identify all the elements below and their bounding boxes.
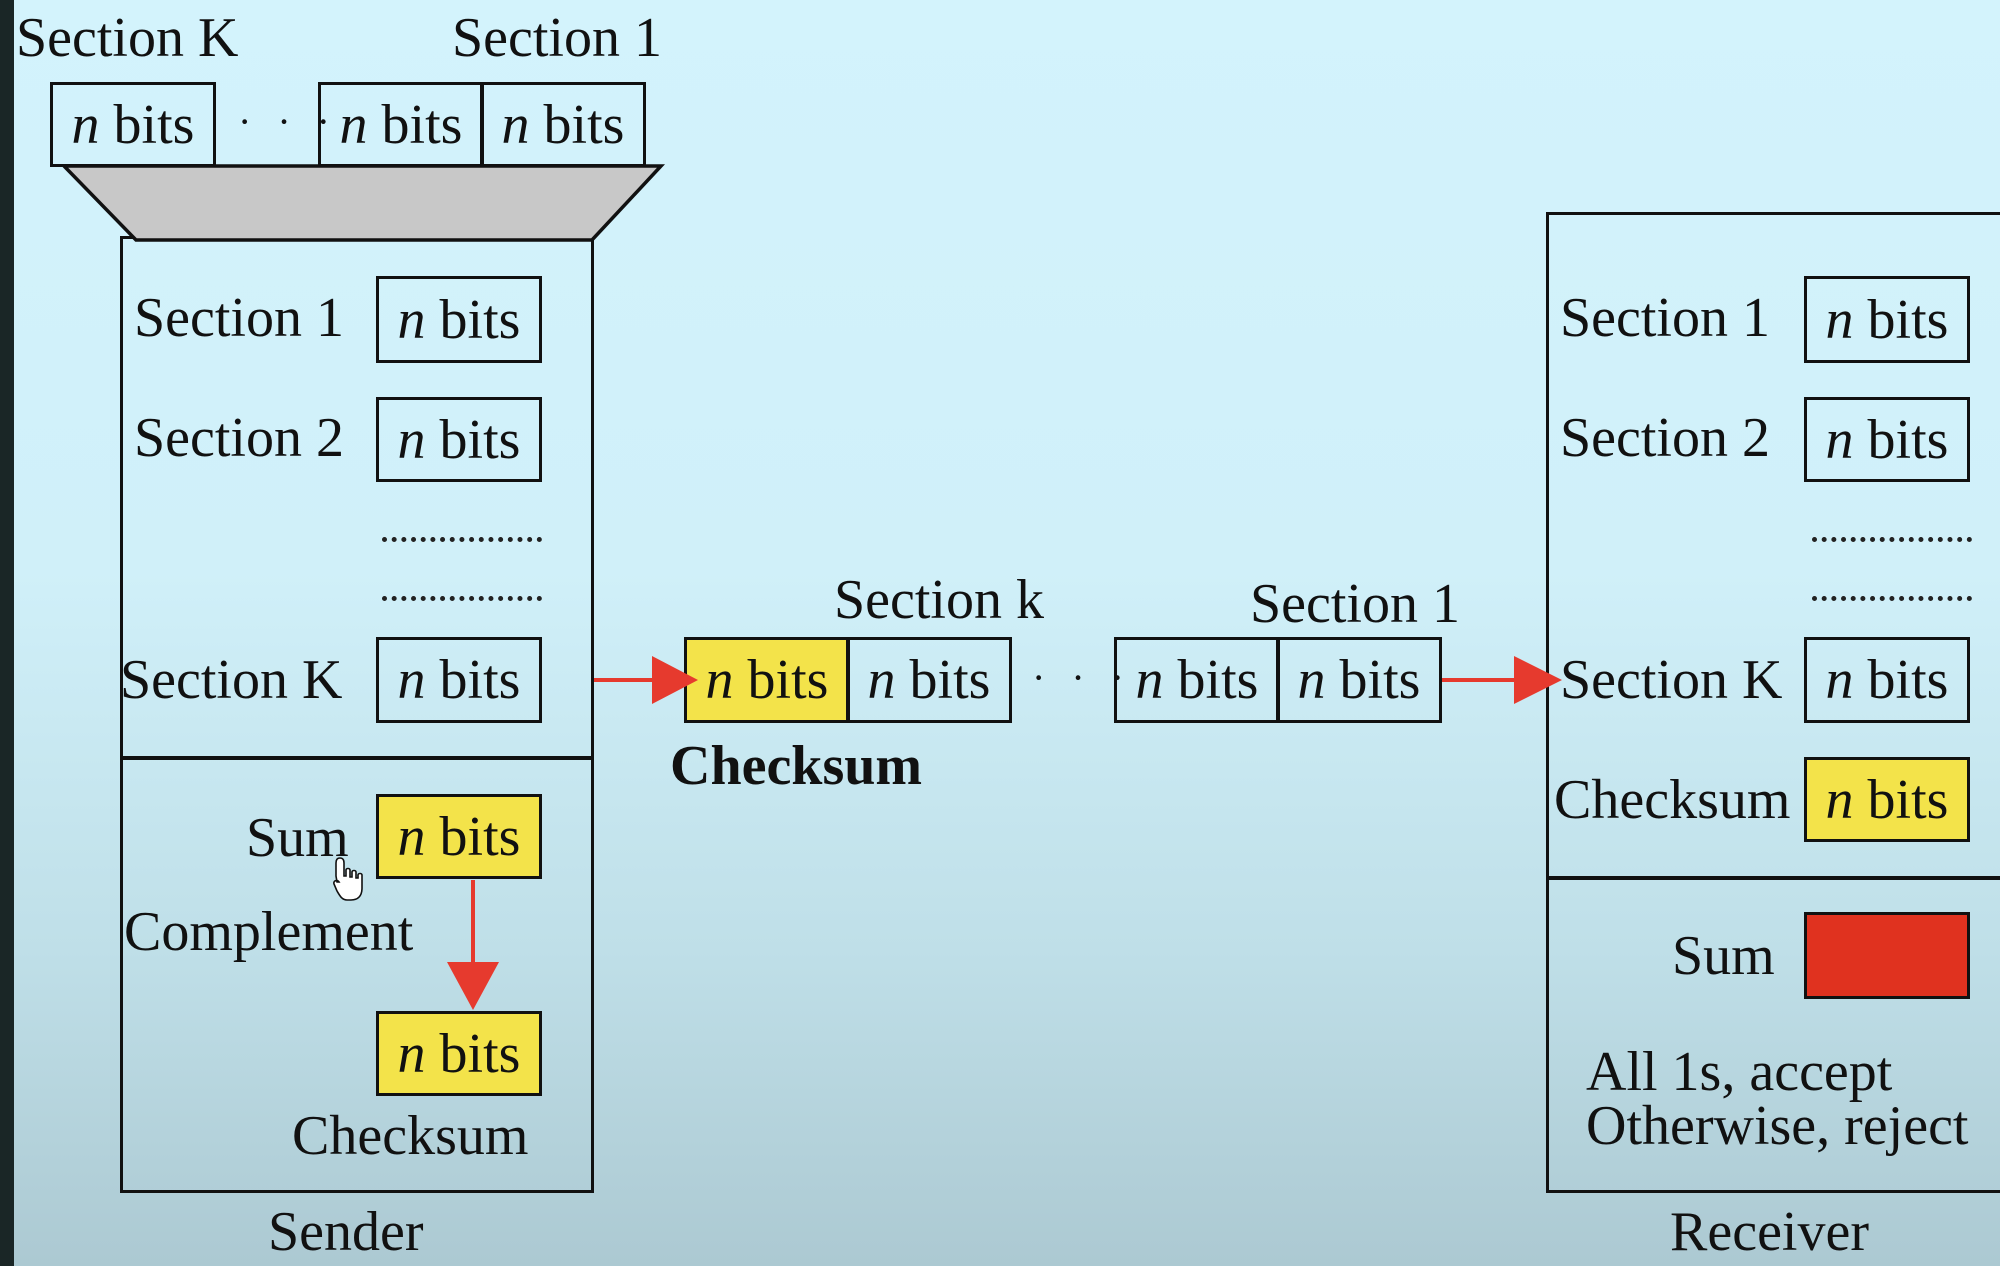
sender-caption: Sender — [268, 1201, 424, 1263]
receiver-sum-result-box — [1804, 912, 1970, 999]
bits-word: bits — [439, 288, 521, 351]
n-var: n — [397, 1022, 426, 1085]
bits-word: bits — [439, 649, 521, 711]
receiver-caption: Receiver — [1670, 1201, 1869, 1263]
receiver-row-label-1: Section 1 — [1560, 287, 1770, 349]
sender-row-label-k: Section K — [120, 649, 343, 711]
bits-word: bits — [1867, 408, 1949, 471]
transmission-checksum-label: Checksum — [670, 735, 923, 797]
sectioning-funnel — [59, 164, 666, 242]
n-var: n — [397, 649, 426, 711]
sender-row-label-2: Section 2 — [134, 407, 344, 469]
sender-dotted-line — [382, 537, 542, 542]
receiver-rule-accept: All 1s, accept — [1586, 1041, 1893, 1103]
receiver-checksum-label: Checksum — [1554, 769, 1791, 831]
sender-row-label-1: Section 1 — [134, 287, 344, 349]
bits-word: bits — [1339, 649, 1421, 711]
bits-word: bits — [909, 649, 991, 711]
n-var: n — [705, 649, 734, 711]
bits-word: bits — [439, 805, 521, 868]
top-section-1-label: Section 1 — [452, 7, 662, 69]
transmission-ellipsis: · · · — [1032, 655, 1132, 700]
bits-word: bits — [381, 93, 463, 156]
top-section-k-label: Section K — [16, 7, 239, 69]
receiver-row-label-2: Section 2 — [1560, 407, 1770, 469]
sender-sum-label: Sum — [246, 807, 349, 869]
bits-word: bits — [439, 408, 521, 471]
diagram-shapes — [59, 164, 1562, 1010]
receiver-sum-label: Sum — [1672, 925, 1775, 987]
receiver-dotted-line — [1812, 537, 1972, 542]
n-var: n — [501, 93, 530, 156]
receiver-row-label-k: Section K — [1560, 649, 1783, 711]
n-var: n — [1297, 649, 1326, 711]
receiver-dotted-line — [1812, 596, 1972, 601]
channel-to-receiver-arrow — [1442, 656, 1562, 704]
top-ellipsis: · · · — [238, 99, 338, 144]
n-var: n — [1825, 768, 1854, 831]
sender-complement-label: Complement — [124, 901, 414, 963]
n-var: n — [339, 93, 368, 156]
sender-checksum-frame — [120, 756, 594, 1193]
n-var: n — [1825, 408, 1854, 471]
n-var: n — [1135, 649, 1164, 711]
receiver-rule-reject: Otherwise, reject — [1586, 1095, 1969, 1157]
hand-cursor-icon — [333, 857, 363, 901]
n-var: n — [397, 805, 426, 868]
n-var: n — [1825, 288, 1854, 351]
complement-arrow — [447, 880, 499, 1010]
n-var: n — [867, 649, 896, 711]
bits-word: bits — [747, 649, 829, 711]
n-var: n — [1825, 649, 1854, 711]
transmission-section-k-label: Section k — [834, 569, 1044, 631]
bits-word: bits — [543, 93, 625, 156]
n-var: n — [397, 288, 426, 351]
n-var: n — [397, 408, 426, 471]
bits-word: bits — [439, 1022, 521, 1085]
bits-word: bits — [1177, 649, 1259, 711]
n-var: n — [71, 93, 100, 156]
transmission-section-1-label: Section 1 — [1250, 573, 1460, 635]
sender-checksum-label: Checksum — [292, 1105, 529, 1167]
bits-word: bits — [1867, 288, 1949, 351]
sender-to-channel-arrow — [594, 656, 698, 704]
sender-dotted-line — [382, 596, 542, 601]
bits-word: bits — [113, 93, 195, 156]
bits-word: bits — [1867, 649, 1949, 711]
bits-word: bits — [1867, 768, 1949, 831]
receiver-sum-frame — [1546, 876, 2000, 1193]
